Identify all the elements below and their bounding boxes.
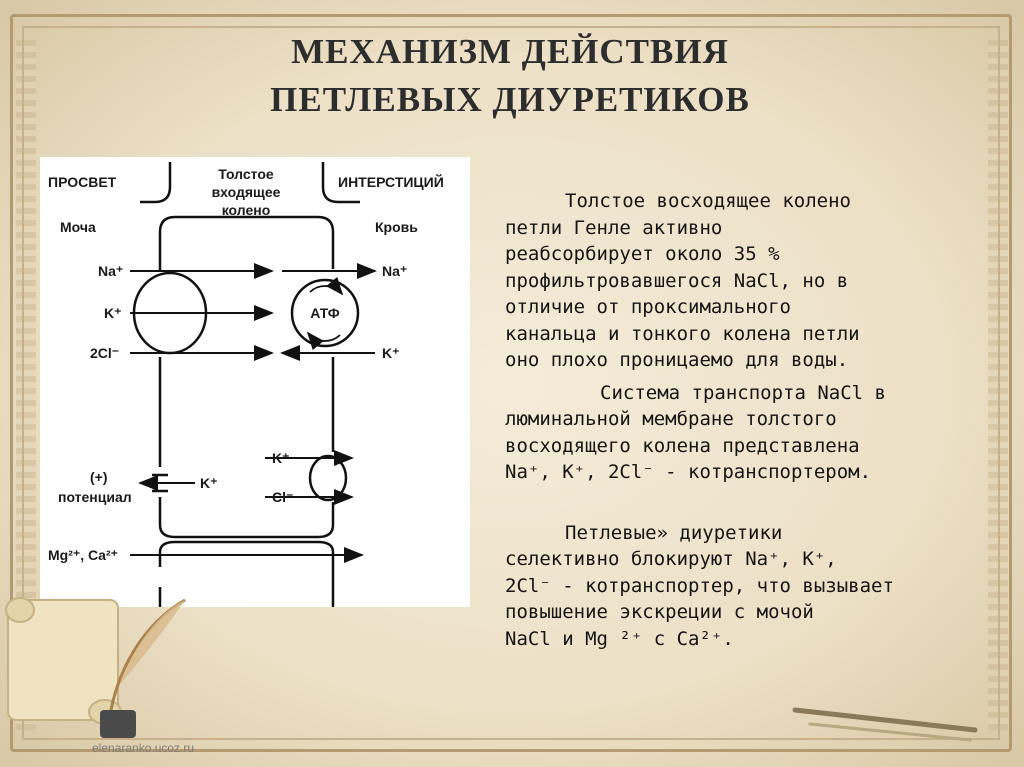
- k-lower-right-label: K⁺: [272, 450, 290, 466]
- atp-pump: [290, 278, 360, 348]
- p1-line-2: петли Генле активно: [505, 216, 723, 239]
- outer-frame: [10, 14, 1012, 752]
- p2-line-3: восходящего колена представлена: [505, 434, 860, 457]
- cell-top-left-wall: [140, 162, 172, 204]
- p3-line-1: Петлевые» диуретики: [565, 521, 783, 544]
- p2-line-4: Na⁺, K⁺, 2Cl⁻ - котранспортером.: [505, 461, 872, 483]
- urine-label: Моча: [60, 219, 96, 235]
- p1-line-7: оно плохо проницаемо для воды.: [505, 349, 849, 371]
- paragraph-3: Петлевые» диуретики селективно блокируют…: [505, 520, 1005, 653]
- k-left-label: K⁺: [104, 305, 122, 321]
- cell-lower-border: [158, 497, 335, 539]
- diagram-svg: ПРОСВЕТ Толстое входящее колено ИНТЕРСТИ…: [48, 162, 444, 607]
- p3-line-4: повышение экскреции с мочой: [505, 601, 814, 623]
- atp-rotation-arrow-top: [309, 276, 344, 296]
- p3-line-3: 2Cl⁻ - котранспортер, что вызывает: [505, 574, 894, 597]
- na-left-label: Na⁺: [98, 263, 123, 279]
- p3-line-5: NaCl и Mg ²⁺ с Ca²⁺.: [505, 627, 734, 650]
- plus-label: (+): [90, 469, 108, 485]
- blood-label: Кровь: [375, 219, 418, 235]
- paragraph-2: Система транспорта NaCl в люминальной ме…: [505, 380, 1005, 486]
- segment-label-2: входящее: [212, 184, 281, 200]
- cell-lower-second-border: [158, 540, 335, 607]
- lumen-label: ПРОСВЕТ: [48, 174, 117, 190]
- potential-label: потенциал: [58, 489, 132, 505]
- scroll-quill-icon: [5, 597, 186, 738]
- paragraph-1: Толстое восходящее колено петли Генле ак…: [505, 188, 1005, 374]
- k-right-label: K⁺: [382, 345, 400, 361]
- p3-line-2: селективно блокируют Na⁺, K⁺,: [505, 548, 837, 570]
- cl-lower-right-label: Cl⁻: [272, 489, 293, 505]
- interstitium-label: ИНТЕРСТИЦИЙ: [338, 173, 444, 190]
- slide-title: МЕХАНИЗМ ДЕЙСТВИЯ ПЕТЛЕВЫХ ДИУРЕТИКОВ: [160, 28, 860, 124]
- cell-top-right-wall: [321, 162, 360, 204]
- atp-label: АТФ: [310, 305, 339, 321]
- fountain-pen-icon: [792, 707, 978, 742]
- p1-line-1: Толстое восходящее колено: [565, 190, 851, 212]
- p1-line-3: реабсорбирует около 35 %: [505, 243, 780, 265]
- transport-diagram: ПРОСВЕТ Толстое входящее колено ИНТЕРСТИ…: [40, 157, 470, 607]
- title-line-2: ПЕТЛЕВЫХ ДИУРЕТИКОВ: [270, 80, 750, 119]
- segment-label-1: Толстое: [218, 166, 274, 182]
- watermark: elenaranko.ucoz.ru: [92, 741, 195, 755]
- cl-left-label: 2Cl⁻: [90, 345, 119, 361]
- cell-upper-border: [158, 215, 335, 269]
- explanation-text: Толстое восходящее колено петли Генле ак…: [505, 188, 1005, 652]
- title-line-1: МЕХАНИЗМ ДЕЙСТВИЯ: [291, 32, 729, 71]
- inner-frame: [22, 26, 1000, 740]
- atp-rotation-arrow-bottom: [306, 331, 341, 351]
- p1-line-4: профильтровавшегося NaCl, но в: [505, 269, 849, 292]
- p1-line-5: отличие от проксимального: [505, 296, 791, 318]
- p2-line-2: люминальной мембране толстого: [505, 408, 837, 430]
- na-right-label: Na⁺: [382, 263, 407, 279]
- p1-line-6: канальца и тонкого колена петли: [505, 322, 860, 345]
- left-border-ornament: [16, 40, 36, 730]
- segment-label-3: колено: [222, 202, 271, 218]
- p2-line-1: Система транспорта NaCl в: [600, 381, 886, 404]
- k-lower-left-label: K⁺: [200, 475, 218, 491]
- mg-ca-label: Mg²⁺, Ca²⁺: [48, 547, 118, 563]
- kcl-cotransporter: [308, 454, 348, 502]
